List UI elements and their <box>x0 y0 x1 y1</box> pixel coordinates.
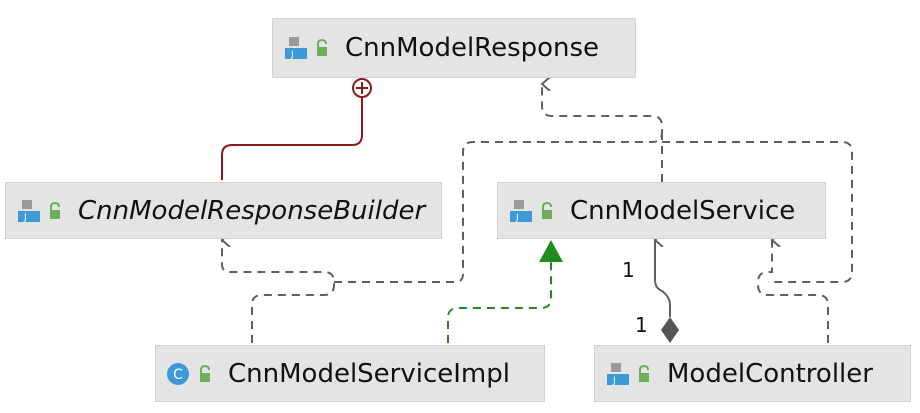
public-lock-icon <box>200 364 210 382</box>
edge-controller-composes-service <box>655 240 671 317</box>
public-lock-icon <box>639 364 649 382</box>
svg-text:J: J <box>290 50 294 60</box>
node-icons: C <box>166 362 214 386</box>
node-icons: J <box>605 361 653 387</box>
class-name: CnnModelResponse <box>345 33 600 63</box>
java-file-icon: J <box>510 199 532 223</box>
svg-text:C: C <box>173 367 183 383</box>
svg-text:J: J <box>515 213 519 223</box>
java-file-icon: J <box>607 362 629 386</box>
composition-diamond <box>661 317 679 343</box>
public-lock-icon <box>317 39 327 56</box>
edge-controller-uses-service <box>757 240 829 343</box>
implements-triangle <box>539 240 563 262</box>
class-node-cnn-model-service-impl[interactable]: C CnnModelServiceImpl <box>155 345 545 402</box>
public-lock-icon <box>50 201 60 219</box>
svg-text:J: J <box>612 376 616 386</box>
edge-impl-implements-service <box>447 262 552 343</box>
class-node-cnn-model-service[interactable]: J CnnModelService <box>497 182 826 239</box>
node-icons: J <box>16 198 64 224</box>
multiplicity-service-end: 1 <box>622 258 635 282</box>
multiplicity-controller-end: 1 <box>635 313 648 337</box>
nested-class-circle-icon <box>352 78 372 98</box>
java-file-icon: J <box>285 37 307 60</box>
class-node-cnn-model-response-builder[interactable]: J CnnModelResponseBuilder <box>5 182 442 239</box>
class-name: CnnModelResponseBuilder <box>78 195 426 226</box>
class-name: CnnModelService <box>570 195 796 226</box>
java-file-icon: J <box>18 199 40 223</box>
edge-controller-uses-response <box>662 141 853 283</box>
edge-impl-uses-response <box>334 84 663 283</box>
edge-impl-uses-builder <box>222 240 335 343</box>
svg-text:J: J <box>23 213 27 223</box>
node-icons: J <box>283 35 331 61</box>
class-node-cnn-model-response[interactable]: J CnnModelResponse <box>272 18 636 78</box>
class-name: CnnModelServiceImpl <box>228 358 510 389</box>
node-icons: J <box>508 198 556 224</box>
class-c-icon: C <box>167 362 189 385</box>
edge-builder-nested-in-response <box>221 98 363 180</box>
class-node-model-controller[interactable]: J ModelController <box>594 345 911 402</box>
class-name: ModelController <box>667 358 873 389</box>
public-lock-icon <box>542 201 552 219</box>
